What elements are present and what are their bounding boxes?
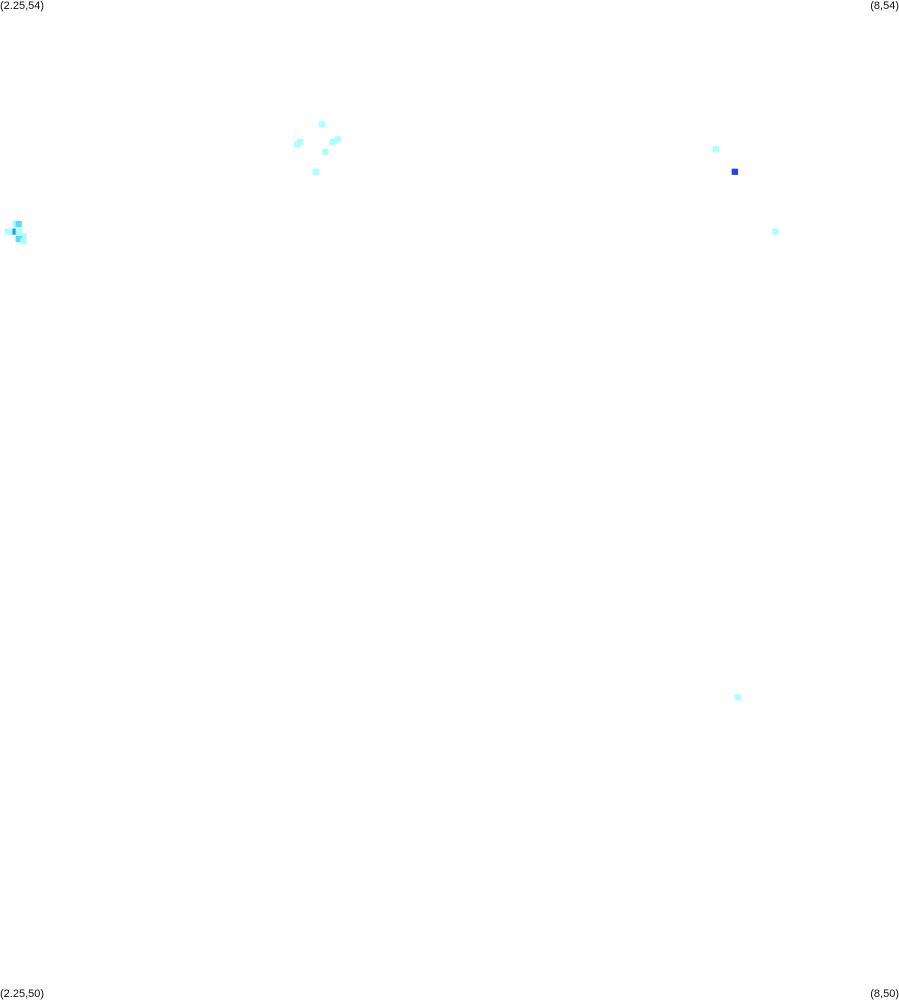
heatmap-cell — [734, 694, 742, 701]
heatmap-cell — [15, 235, 22, 243]
heatmap-cell — [312, 168, 319, 175]
heatmap-cell — [15, 221, 22, 228]
top-left-corner-label: (2.25,54) — [0, 0, 45, 12]
heatmap-cell — [20, 238, 27, 245]
heatmap-cell — [772, 228, 779, 235]
top-right-corner-label: (8,54) — [870, 0, 899, 12]
heatmap-cell — [318, 121, 326, 128]
bottom-left-corner-label: (2.25,50) — [0, 988, 45, 1000]
heatmap-cell — [712, 146, 720, 153]
heatmap-cell — [731, 168, 738, 175]
heatmap-cell — [20, 233, 27, 240]
heatmap-cell — [297, 138, 304, 145]
heatmap-cell — [15, 228, 22, 235]
heatmap-cell — [293, 141, 301, 148]
heatmap-cell — [334, 136, 341, 143]
heatmap-cell — [329, 138, 337, 145]
heatmap-cell — [322, 148, 329, 155]
heatmap-cells — [4, 121, 779, 701]
bottom-right-corner-label: (8,50) — [870, 988, 899, 1000]
heatmap-cell — [4, 228, 11, 235]
